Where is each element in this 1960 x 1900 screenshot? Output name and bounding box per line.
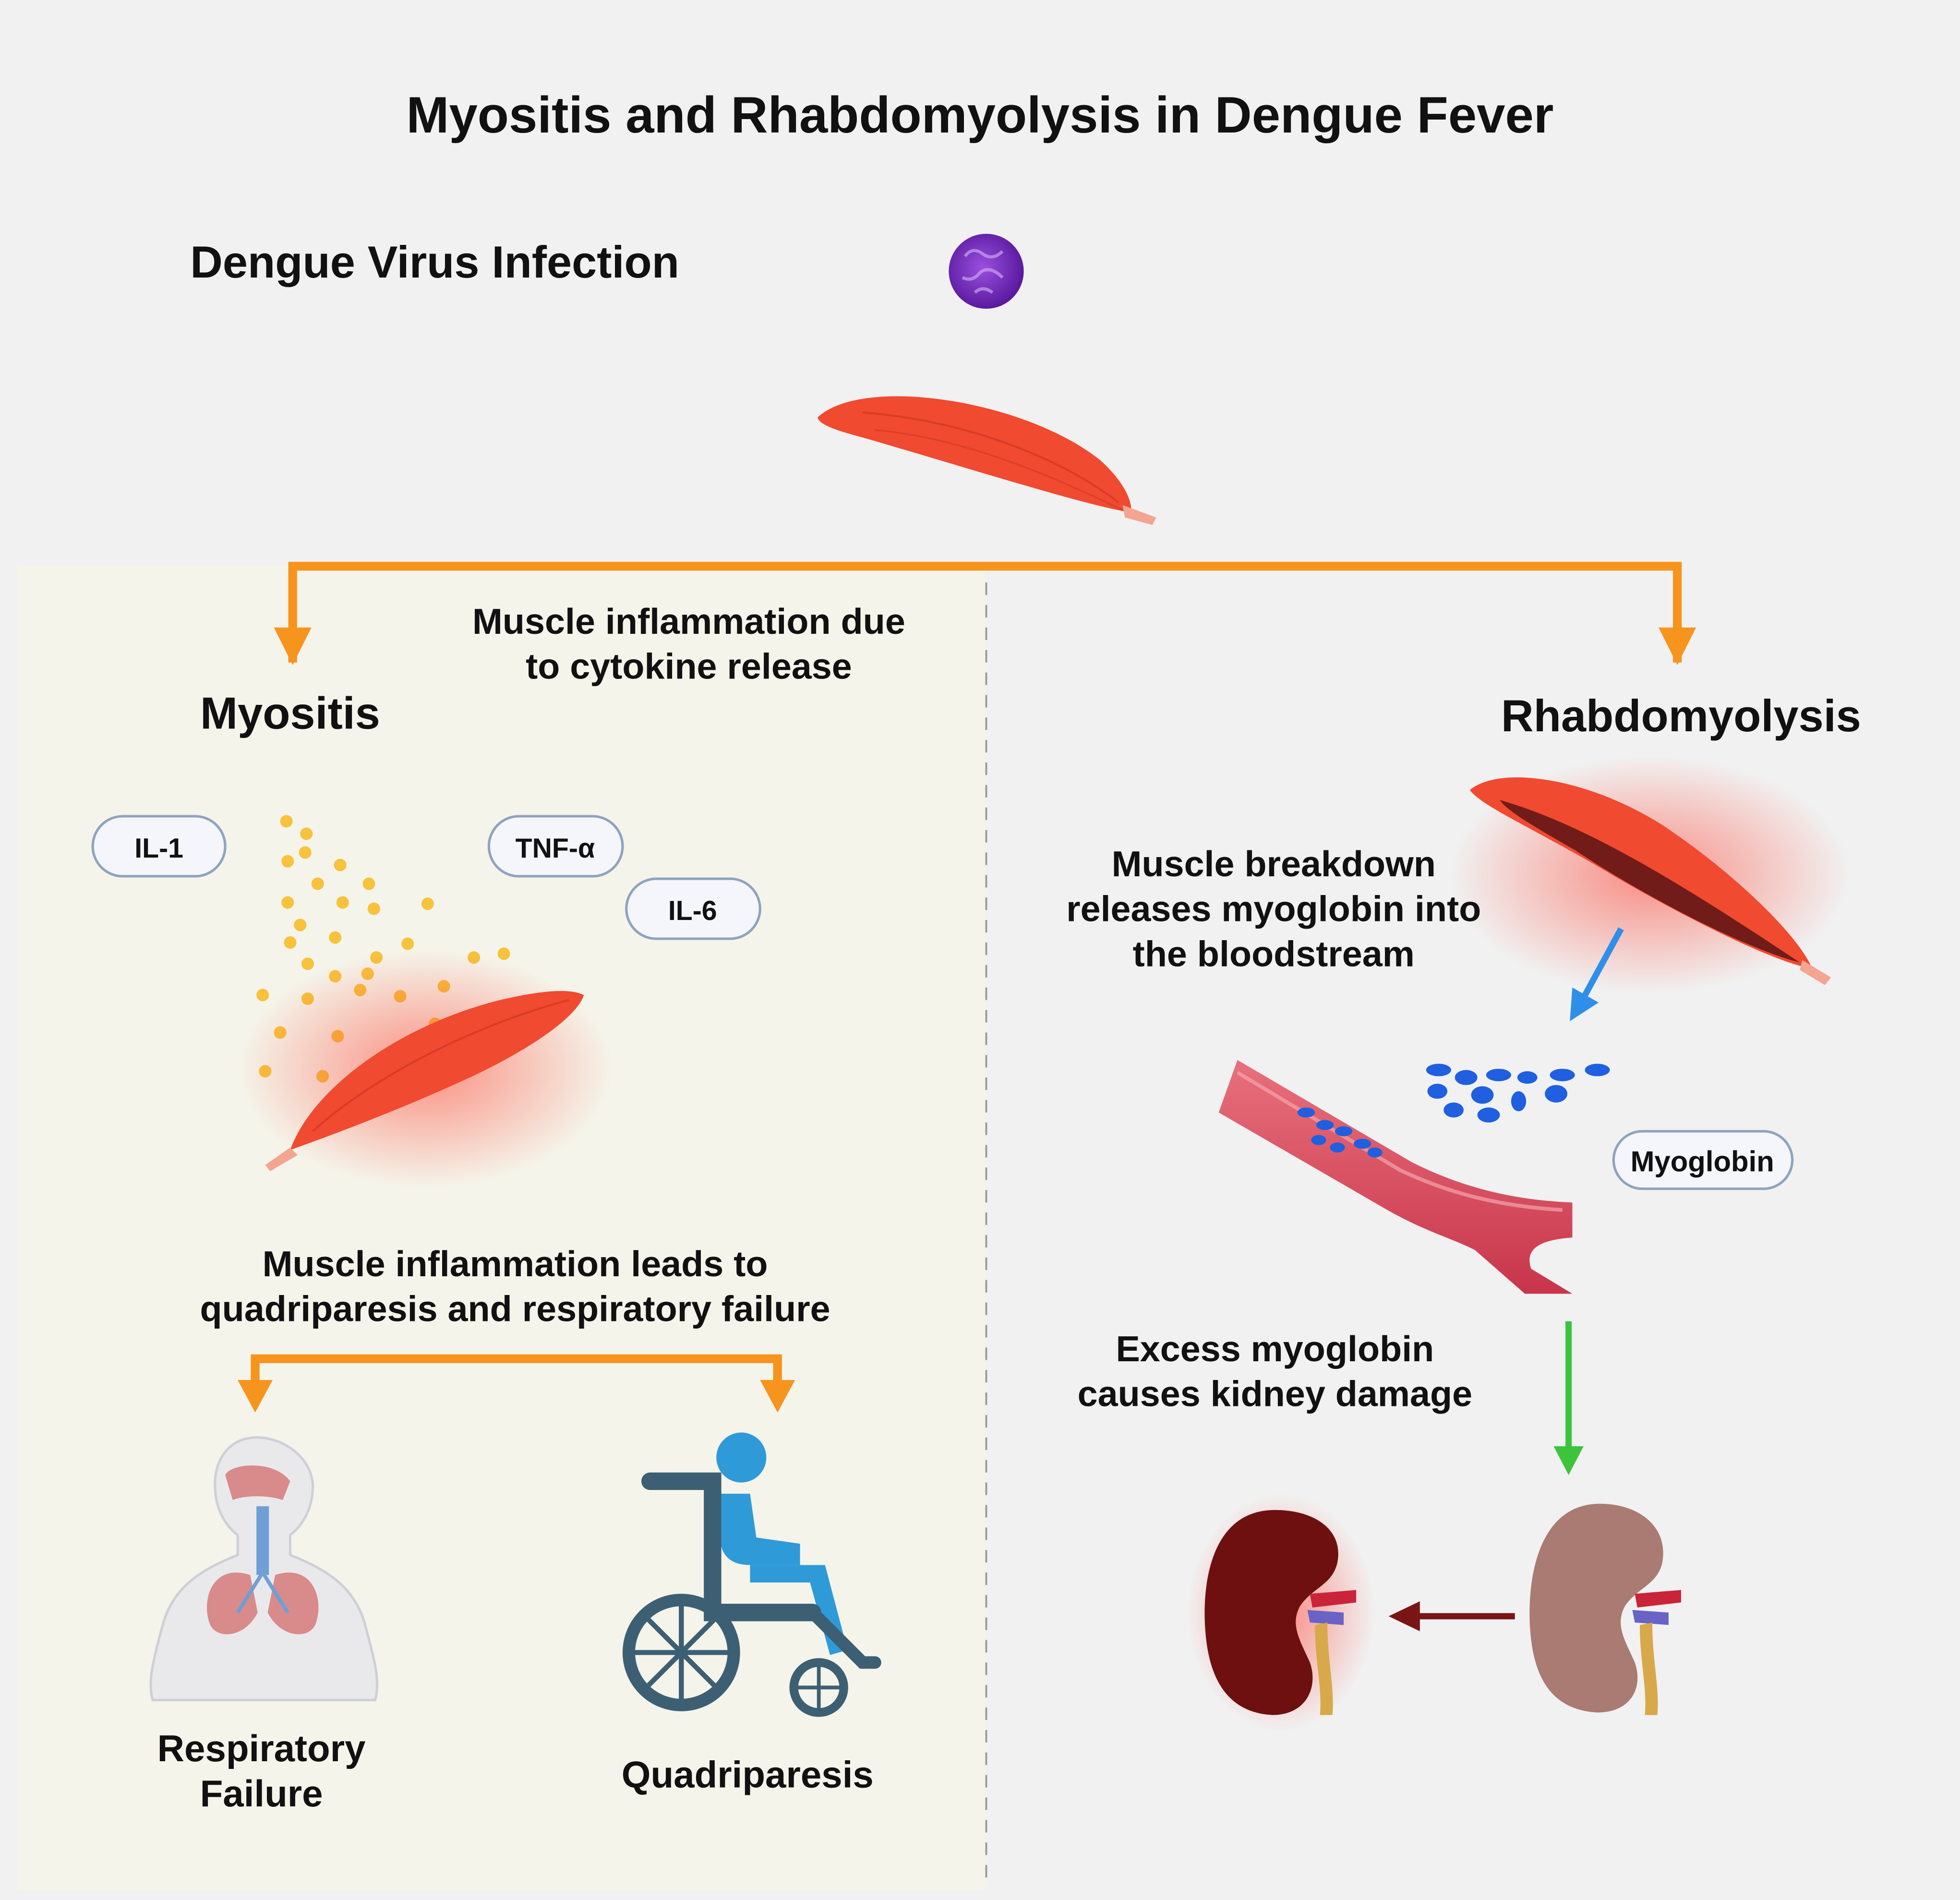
cytokine-pill-il6: IL-6	[625, 877, 761, 940]
cytokine-label: TNF-α	[516, 833, 595, 864]
arrow-to-quadriparesis	[760, 1380, 795, 1413]
kidney-damage-line-1: Excess myoglobin	[1116, 1329, 1434, 1369]
muscle-icon	[818, 396, 1156, 525]
cytokine-caption-line-1: Muscle inflammation due	[472, 601, 905, 641]
myoglobin-label: Myoglobin	[1631, 1145, 1774, 1177]
release-arrow	[1570, 927, 1624, 1021]
cytokine-label: IL-6	[668, 896, 717, 926]
myoglobin-particles	[1426, 1064, 1610, 1123]
branch-connector	[288, 562, 1682, 663]
lungs-icon	[149, 1436, 379, 1702]
consequence-line-1: Muscle inflammation leads to	[263, 1244, 768, 1284]
cytokine-pill-il1: IL-1	[91, 815, 227, 878]
consequence-line-2: quadriparesis and respiratory failure	[200, 1289, 830, 1329]
blood-vessel-icon	[1218, 1060, 1573, 1294]
damage-arrow	[1388, 1601, 1515, 1632]
myoglobin-pill: Myoglobin	[1612, 1130, 1794, 1190]
infection-label: Dengue Virus Infection	[190, 237, 679, 287]
breakdown-line-2: releases myoglobin into	[1066, 889, 1481, 929]
wheelchair-icon	[622, 1432, 881, 1717]
kidney-damage-line-2: causes kidney damage	[1078, 1374, 1472, 1414]
cytokine-caption-line-2: to cytokine release	[526, 646, 852, 687]
virus-icon	[949, 233, 1024, 309]
respiratory-failure-line-1: Respiratory	[157, 1727, 366, 1769]
arrow-to-myositis	[274, 627, 312, 665]
damaged-kidney-icon	[1187, 1493, 1375, 1731]
arrow-to-respiratory	[238, 1380, 273, 1413]
respiratory-failure-line-2: Failure	[200, 1772, 323, 1815]
breakdown-line-1: Muscle breakdown	[1112, 844, 1436, 884]
breakdown-line-3: the bloodstream	[1133, 933, 1415, 974]
damaged-muscle-icon	[1450, 756, 1850, 994]
inflamed-muscle-icon	[238, 950, 613, 1188]
cytokine-pill-tnf: TNF-α	[487, 815, 624, 878]
rhabdomyolysis-heading: Rhabdomyolysis	[1501, 690, 1861, 741]
arrow-to-rhabdomyolysis	[1659, 627, 1696, 665]
figure-title: Myositis and Rhabdomyolysis in Dengue Fe…	[407, 86, 1554, 144]
to-kidney-arrow	[1553, 1321, 1584, 1475]
cytokine-label: IL-1	[134, 833, 183, 864]
outcome-connector	[251, 1354, 782, 1388]
quadriparesis-label: Quadriparesis	[622, 1754, 874, 1796]
myositis-heading: Myositis	[200, 688, 380, 738]
healthy-kidney-icon	[1529, 1503, 1681, 1715]
